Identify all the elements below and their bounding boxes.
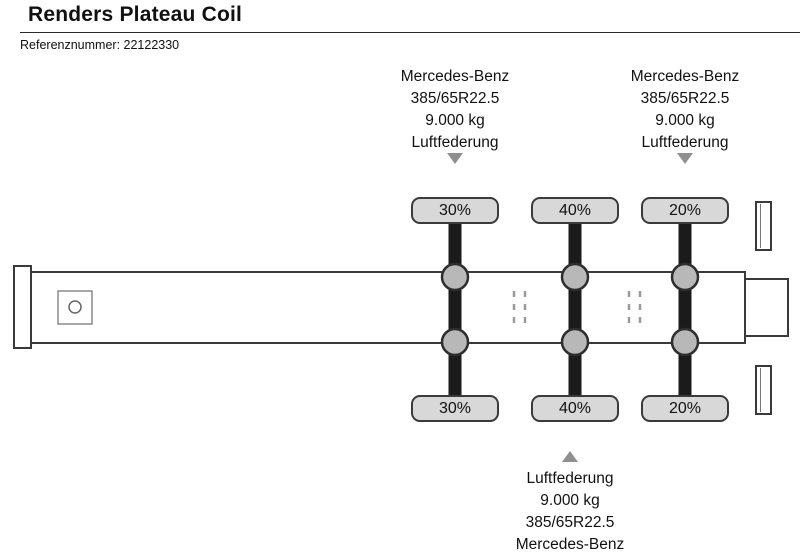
wheel-top-2 <box>560 262 590 292</box>
header-divider <box>20 32 800 33</box>
axle-bar-1 <box>448 222 462 398</box>
spec-line: 385/65R22.5 <box>640 90 730 107</box>
front-plate <box>13 265 32 349</box>
axle-load-bottom-3: 20% <box>641 395 729 422</box>
spec-line: 9.000 kg <box>655 112 715 129</box>
page-title: Renders Plateau Coil <box>28 3 243 26</box>
wheel-bottom-1 <box>440 327 470 357</box>
spec-line: Luftfederung <box>641 134 729 151</box>
spec-line: Luftfederung <box>526 470 614 487</box>
wheel-bottom-3 <box>670 327 700 357</box>
axle-bar-3 <box>678 222 692 398</box>
arrow-up-axle2-icon <box>562 451 578 462</box>
tyre-spec-axle-3: Mercedes-Benz 385/65R22.5 9.000 kg Luftf… <box>575 66 795 154</box>
spec-line: 9.000 kg <box>540 492 600 509</box>
wheel-top-1 <box>440 262 470 292</box>
spec-line: 385/65R22.5 <box>410 90 500 107</box>
wheel-top-3 <box>670 262 700 292</box>
axle-load-bottom-2: 40% <box>531 395 619 422</box>
arrow-down-axle1-icon <box>447 153 463 164</box>
spec-line: Mercedes-Benz <box>515 536 625 552</box>
kingpin <box>68 300 82 314</box>
axle-load-top-3: 20% <box>641 197 729 224</box>
rear-tail <box>744 278 789 337</box>
spec-line: Mercedes-Benz <box>400 68 510 85</box>
rear-corner-post-bottom <box>755 365 772 415</box>
axle-bar-2 <box>568 222 582 398</box>
chassis-beam <box>30 271 746 344</box>
rear-corner-post-top <box>755 201 772 251</box>
reference-number: Referenznummer: 22122330 <box>20 38 180 52</box>
axle-load-top-1: 30% <box>411 197 499 224</box>
spec-line: 385/65R22.5 <box>525 514 615 531</box>
tyre-spec-axle-2: Luftfederung 9.000 kg 385/65R22.5 Merced… <box>460 468 680 552</box>
axle-load-top-2: 40% <box>531 197 619 224</box>
spec-line: Luftfederung <box>411 134 499 151</box>
spec-line: 9.000 kg <box>425 112 485 129</box>
kingpin-plate <box>57 290 93 325</box>
arrow-down-axle3-icon <box>677 153 693 164</box>
spec-line: Mercedes-Benz <box>630 68 740 85</box>
wheel-bottom-2 <box>560 327 590 357</box>
axle-load-bottom-1: 30% <box>411 395 499 422</box>
tyre-spec-axle-1: Mercedes-Benz 385/65R22.5 9.000 kg Luftf… <box>345 66 565 154</box>
